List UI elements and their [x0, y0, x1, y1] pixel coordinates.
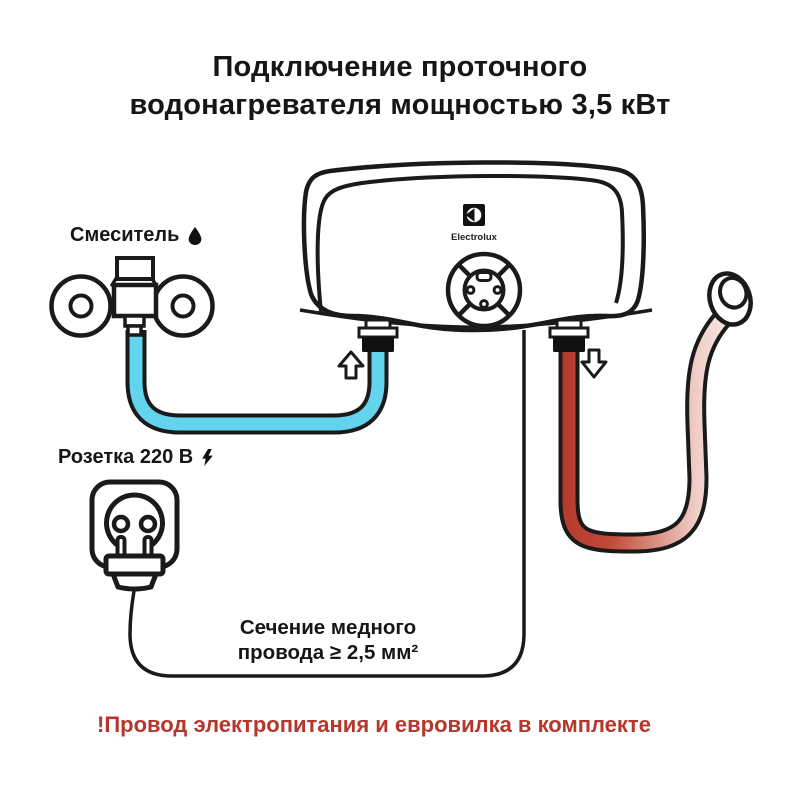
water-drop-icon [189, 226, 202, 245]
water-heater: Electrolux [299, 160, 653, 333]
page-title-line1: Подключение проточного [212, 51, 588, 83]
outlet-fitting [548, 318, 590, 352]
included-note: !Провод электропитания и евровилка в ком… [97, 712, 651, 737]
inlet-fitting [357, 318, 399, 352]
page-title-line2: водонагревателя мощностью 3,5 кВт [129, 89, 671, 122]
heater-inner-line [315, 173, 625, 313]
hot-outlet-down-arrow-icon [580, 348, 608, 379]
power-plug [103, 535, 166, 592]
shower-head [707, 271, 753, 327]
cold-inlet-up-arrow-icon [337, 350, 365, 380]
wire-note-line1: Сечение медного [239, 616, 417, 639]
lightning-icon [202, 449, 213, 466]
wire-section-note: Сечение медного провода ≥ 2,5 мм² [218, 615, 438, 665]
hot-water-hose [558, 311, 732, 554]
mixer-tap [49, 256, 215, 338]
socket-label: Розетка 220 В [58, 446, 213, 469]
wire-note-line2: провода ≥ 2,5 мм² [237, 641, 419, 664]
socket-label-text: Розетка 220 В [58, 446, 194, 468]
heater-bottom-line [299, 308, 653, 329]
electrolux-logo: Electrolux [451, 204, 498, 243]
power-cable [128, 330, 526, 678]
power-socket [89, 479, 180, 592]
mixer-label-text: Смеситель [70, 224, 180, 246]
brand-label: Electrolux [451, 232, 498, 243]
control-knob [445, 251, 523, 329]
mixer-label: Смеситель [70, 224, 202, 247]
page-title: Подключение проточного водонагревателя м… [0, 48, 800, 125]
cold-water-hose [125, 330, 389, 435]
